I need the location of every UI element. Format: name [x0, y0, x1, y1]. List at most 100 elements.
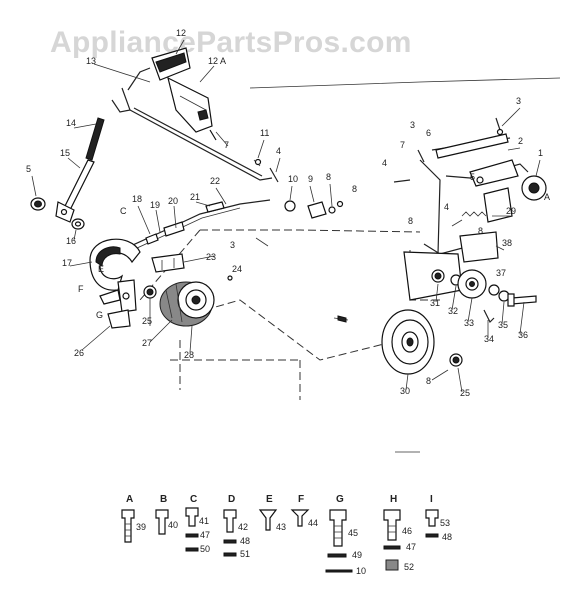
callout-3-top: 3	[516, 96, 521, 106]
callout-16: 16	[66, 236, 76, 246]
callout-32: 32	[448, 306, 458, 316]
bracket-part-23	[151, 253, 185, 273]
legend-letter-h: H	[390, 494, 397, 505]
legend-part-50: 50	[200, 544, 210, 554]
callout-1: 1	[538, 148, 543, 158]
callout-34: 34	[484, 334, 494, 344]
hardware-34-37	[483, 284, 537, 324]
legend-letter-f: F	[298, 494, 304, 505]
legend-letter-d: D	[228, 494, 235, 505]
callout-14: 14	[66, 118, 76, 128]
brake-band	[89, 238, 141, 291]
washer-part-16	[71, 218, 85, 230]
callout-15: 15	[60, 148, 70, 158]
callout-17: 17	[62, 258, 72, 268]
callout-6: 6	[426, 128, 431, 138]
callout-37: 37	[496, 268, 506, 278]
callout-27: 27	[142, 338, 152, 348]
control-cable	[121, 199, 271, 255]
nut-part-25-left	[143, 285, 157, 299]
legend-part-44: 44	[308, 518, 318, 528]
callout-e: E	[98, 264, 104, 274]
legend-letter-c: C	[190, 494, 197, 505]
legend-part-47-h: 47	[406, 542, 416, 552]
callout-12a: 12 A	[208, 56, 226, 66]
callout-38: 38	[502, 238, 512, 248]
legend-letter-b: B	[160, 494, 167, 505]
callout-19: 19	[150, 200, 160, 210]
callout-f: F	[78, 284, 84, 294]
callout-8-right: 8	[408, 216, 413, 226]
legend-part-47: 47	[200, 530, 210, 540]
watermark: AppliancePartsPros.com	[50, 26, 412, 59]
nut-part-5	[30, 197, 46, 211]
callout-4-low: 4	[444, 202, 449, 212]
hardware-legend: A 39 B 40 C 41 47 50 D 42 48 51 E 43 F 4…	[121, 494, 452, 576]
legend-part-10: 10	[356, 566, 366, 576]
callout-29: 29	[506, 206, 516, 216]
callout-4-mid: 4	[276, 146, 281, 156]
legend-part-51: 51	[240, 549, 250, 559]
callout-21: 21	[190, 192, 200, 202]
legend-part-48-i: 48	[442, 532, 452, 542]
callout-10: 10	[288, 174, 298, 184]
legend-letter-a: A	[126, 494, 133, 505]
legend-part-48: 48	[240, 536, 250, 546]
wheel-part-1	[521, 175, 547, 201]
wheel-part-30	[381, 309, 435, 375]
callout-2: 2	[518, 136, 523, 146]
legend-part-52: 52	[404, 562, 414, 572]
callout-25-left: 25	[142, 316, 152, 326]
control-handle-assembly	[111, 67, 273, 181]
small-hardware-middle	[227, 158, 349, 323]
deck-outline	[139, 77, 561, 453]
callout-22: 22	[210, 176, 220, 186]
callout-25-right: 25	[460, 388, 470, 398]
legend-letter-g: G	[336, 494, 344, 505]
callout-18: 18	[132, 194, 142, 204]
legend-letter-e: E	[266, 494, 273, 505]
callout-9: 9	[308, 174, 313, 184]
callout-8-low: 8	[426, 376, 431, 386]
engine-pulley	[159, 281, 215, 327]
legend-part-42: 42	[238, 522, 248, 532]
callout-12: 12	[176, 28, 186, 38]
legend-part-46: 46	[402, 526, 412, 536]
callout-g: G	[96, 310, 103, 320]
legend-letter-i: I	[430, 494, 433, 505]
callout-5-right: 5	[470, 172, 475, 182]
callout-c: C	[120, 206, 127, 216]
callout-labels: 12 13 12 A 7 14 15 5 16 17 C 18 19 20 21…	[26, 28, 550, 398]
nut-part-25-right	[449, 353, 463, 367]
callout-7: 7	[224, 140, 229, 150]
lever-rod	[55, 117, 105, 223]
callout-24: 24	[232, 264, 242, 274]
legend-part-53: 53	[440, 518, 450, 528]
callout-31: 31	[430, 298, 440, 308]
callout-3-mid: 3	[230, 240, 235, 250]
legend-part-39: 39	[136, 522, 146, 532]
callout-33: 33	[464, 318, 474, 328]
callout-3-right: 3	[410, 120, 415, 130]
bracket-part-26	[99, 279, 137, 329]
callout-5-left: 5	[26, 164, 31, 174]
axle-bracket	[403, 231, 499, 301]
callout-11: 11	[260, 128, 269, 138]
drive-linkage	[393, 117, 529, 255]
callout-4-right: 4	[382, 158, 387, 168]
pulley-part-33	[457, 269, 487, 299]
legend-part-49: 49	[352, 550, 362, 560]
callout-26: 26	[74, 348, 84, 358]
callout-30: 30	[400, 386, 410, 396]
legend-part-41: 41	[199, 516, 209, 526]
pedal-part	[151, 47, 217, 141]
legend-part-40: 40	[168, 520, 178, 530]
callout-28: 28	[184, 350, 194, 360]
legend-part-45: 45	[348, 528, 358, 538]
leader-lines	[31, 39, 541, 393]
legend-part-43: 43	[276, 522, 286, 532]
callout-a: A	[544, 192, 550, 202]
callout-7-right: 7	[400, 140, 405, 150]
callout-8-right2: 8	[478, 226, 483, 236]
